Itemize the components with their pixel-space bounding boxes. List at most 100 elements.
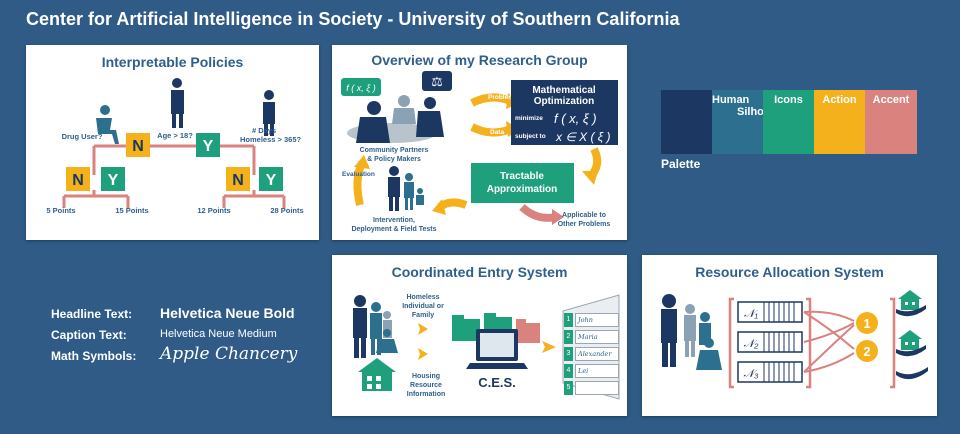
person-silhouette-icon bbox=[263, 90, 275, 136]
list-item: 5 bbox=[564, 381, 619, 395]
resource-2-icon bbox=[856, 340, 878, 362]
queue-boxes bbox=[737, 301, 803, 383]
research-overview-panel: Overview of my Research Group f ( x, ξ )… bbox=[332, 45, 627, 240]
house-in-hand-icon bbox=[896, 290, 926, 317]
research-cycle-diagram: f ( x, ξ ) ⚖ Problem Data Mathematical O… bbox=[341, 71, 618, 233]
swatch-human-silhouettes: Human Silhouettes bbox=[712, 90, 796, 154]
svg-text:Mathematical: Mathematical bbox=[532, 85, 596, 96]
research-overview-title: Overview of my Research Group bbox=[371, 52, 588, 68]
list-item-number: 4 bbox=[564, 364, 573, 378]
svg-text:Y: Y bbox=[266, 172, 277, 189]
svg-text:Community Partners: Community Partners bbox=[360, 147, 429, 154]
interpretable-policies-panel: Interpretable Policies N Y N Y bbox=[26, 45, 319, 240]
svg-text:Individual or: Individual or bbox=[402, 303, 444, 310]
svg-text:𝒩₂: 𝒩₂ bbox=[744, 338, 760, 350]
decision-node-n bbox=[226, 167, 250, 191]
swatch-accent: Accent bbox=[865, 90, 917, 154]
caption-label: Caption Text: bbox=[51, 328, 127, 342]
list-item-number: 2 bbox=[564, 330, 573, 344]
svg-text:Resource: Resource bbox=[410, 382, 442, 389]
svg-text:Y: Y bbox=[108, 172, 119, 189]
formula-bubble-icon bbox=[341, 78, 381, 96]
svg-text:𝒩₁: 𝒩₁ bbox=[744, 308, 759, 320]
svg-text:Applicable to: Applicable to bbox=[562, 212, 606, 219]
svg-text:Data: Data bbox=[490, 129, 504, 136]
question-drug-user: Drug User? bbox=[62, 132, 103, 141]
decision-node-n bbox=[66, 167, 90, 191]
people-silhouettes-icon bbox=[353, 295, 367, 358]
coordinated-entry-panel: Coordinated Entry System Homeless Indivi… bbox=[332, 255, 627, 416]
laptop-icon bbox=[466, 329, 528, 369]
svg-text:Problem: Problem bbox=[488, 94, 514, 101]
svg-text:x ∈ X ( ξ ): x ∈ X ( ξ ) bbox=[555, 130, 610, 144]
person-silhouette-icon bbox=[96, 105, 119, 144]
resource-allocation-title: Resource Allocation System bbox=[695, 264, 884, 280]
svg-text:f ( x, ξ ): f ( x, ξ ) bbox=[554, 111, 597, 126]
swatch-navy bbox=[661, 90, 712, 154]
resource-1-icon bbox=[856, 312, 878, 334]
tractable-approximation-box bbox=[471, 163, 574, 203]
svg-text:2: 2 bbox=[863, 344, 870, 359]
swatch-icons: Icons bbox=[763, 90, 814, 154]
question-days: # Days bbox=[252, 126, 276, 135]
people-silhouettes-icon bbox=[388, 166, 400, 211]
decision-node-y bbox=[259, 167, 283, 191]
people-silhouettes-icon bbox=[356, 97, 444, 143]
palette-label: Palette bbox=[661, 157, 701, 171]
svg-text:N: N bbox=[72, 172, 84, 189]
svg-text:Housing: Housing bbox=[412, 373, 440, 380]
optimization-box bbox=[511, 80, 618, 145]
house-in-hand-icon bbox=[896, 330, 926, 357]
list-item-number: 1 bbox=[564, 313, 573, 327]
headline-label: Headline Text: bbox=[51, 307, 133, 321]
question-homeless: Homeless > 365? bbox=[240, 135, 301, 144]
math-value: Apple Chancery bbox=[160, 344, 298, 364]
svg-text:Optimization: Optimization bbox=[534, 96, 595, 107]
coordinated-entry-title: Coordinated Entry System bbox=[391, 264, 568, 280]
svg-text:C.E.S.: C.E.S. bbox=[478, 375, 516, 390]
list-item-number: 5 bbox=[564, 381, 573, 395]
svg-text:Deployment & Field Tests: Deployment & Field Tests bbox=[351, 226, 436, 233]
list-item-name: Alexander bbox=[575, 347, 619, 361]
question-age: Age > 18? bbox=[157, 131, 193, 140]
svg-text:Approximation: Approximation bbox=[487, 184, 558, 195]
resource-allocation-diagram: 𝒩₁ 𝒩₂ 𝒩₃ 1 2 bbox=[661, 290, 928, 389]
svg-text:N: N bbox=[132, 138, 144, 155]
list-item-name bbox=[575, 381, 619, 395]
math-label: Math Symbols: bbox=[51, 349, 137, 363]
caption-value: Helvetica Neue Medium bbox=[160, 328, 277, 340]
svg-text:minimize: minimize bbox=[515, 115, 543, 122]
person-silhouette-icon bbox=[171, 78, 184, 128]
page-title: Center for Artificial Intelligence in So… bbox=[26, 9, 680, 29]
svg-text:Y: Y bbox=[203, 138, 214, 155]
points-label: 5 Points bbox=[46, 206, 75, 215]
svg-text:𝒩₃: 𝒩₃ bbox=[744, 368, 760, 380]
empty-hand-icon bbox=[896, 367, 928, 380]
svg-text:1: 1 bbox=[863, 316, 870, 331]
svg-text:Intervention,: Intervention, bbox=[373, 217, 415, 224]
decision-node-y bbox=[196, 133, 220, 157]
svg-text:Information: Information bbox=[407, 391, 446, 398]
svg-text:f ( x, ξ ): f ( x, ξ ) bbox=[346, 83, 376, 93]
svg-text:subject to: subject to bbox=[515, 133, 546, 140]
svg-text:Tractable: Tractable bbox=[500, 171, 544, 182]
decision-tree-diagram: N Y N Y N Y Drug User? Age > 18? # Days … bbox=[46, 78, 304, 215]
list-item-name: Maria bbox=[575, 330, 619, 344]
points-label: 15 Points bbox=[115, 206, 148, 215]
svg-text:Evaluation: Evaluation bbox=[342, 171, 375, 178]
decision-node-n bbox=[126, 133, 150, 157]
scale-icon bbox=[422, 71, 452, 91]
svg-text:Other Problems: Other Problems bbox=[558, 221, 611, 228]
list-item-name: John bbox=[575, 313, 619, 327]
resource-allocation-panel: Resource Allocation System 𝒩₁ 𝒩₂ 𝒩₃ bbox=[642, 255, 937, 416]
decision-node-y bbox=[101, 167, 125, 191]
list-item-name: Lei bbox=[575, 364, 619, 378]
people-silhouettes-icon bbox=[661, 294, 677, 367]
headline-value: Helvetica Neue Bold bbox=[160, 305, 295, 321]
svg-text:Family: Family bbox=[412, 312, 434, 319]
points-label: 28 Points bbox=[270, 206, 303, 215]
